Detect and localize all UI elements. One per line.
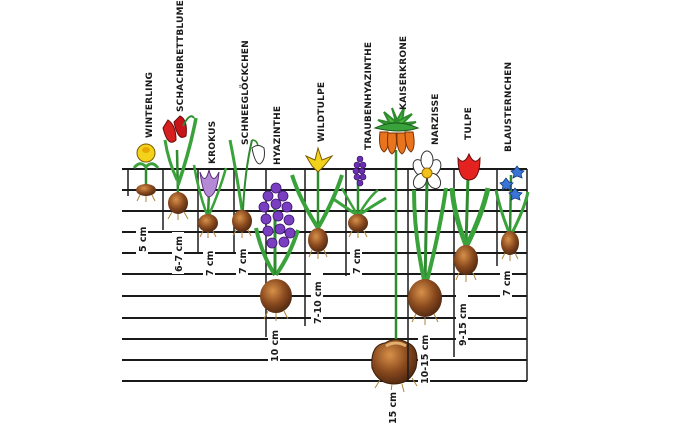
- label-krokus: KROKUS: [208, 121, 218, 164]
- depth-labels: 5 cm 6-7 cm 7 cm 7 cm 10 cm 7-10 cm 7 cm…: [136, 226, 513, 426]
- depth-grid: [122, 168, 528, 382]
- bulb: [308, 228, 328, 252]
- depth-hyazinthe: 10 cm: [270, 330, 281, 362]
- bulb: [371, 339, 418, 385]
- plant-hyazinthe: [254, 169, 300, 337]
- depth-winterling: 5 cm: [138, 226, 149, 252]
- bulb: [232, 210, 252, 232]
- label-tulpe: TULPE: [464, 107, 474, 140]
- plant-traubenhyazinthe: [331, 155, 387, 276]
- bulb: [136, 184, 156, 196]
- label-schneegloeckchen: SCHNEEGLÖCKCHEN: [240, 40, 251, 145]
- plant-schneegloeckchen: [228, 139, 265, 253]
- depth-krokus: 7 cm: [205, 250, 216, 276]
- plant-krokus: [192, 164, 228, 252]
- bulb: [348, 214, 368, 232]
- label-kaiserkrone: KAISERKRONE: [399, 36, 409, 110]
- plant-wildtulpe: [290, 146, 344, 326]
- depth-narzisse: 10-15 cm: [420, 335, 431, 384]
- plant-tulpe: [449, 152, 491, 357]
- plant-kaiserkrone: [371, 107, 420, 393]
- label-narzisse: NARZISSE: [431, 93, 441, 145]
- label-hyazinthe: HYAZINTHE: [273, 106, 283, 165]
- plant-winterling: [127, 143, 160, 202]
- bulb: [260, 279, 292, 313]
- label-winterling: WINTERLING: [145, 72, 155, 138]
- plant-narzisse: [407, 150, 448, 381]
- label-schachbrettblume: SCHACHBRETTBLUME: [176, 0, 186, 112]
- depth-traubenhyazinthe: 7 cm: [352, 248, 363, 274]
- label-blausternchen: BLAUSTERNCHEN: [504, 62, 514, 152]
- bulb: [198, 214, 218, 232]
- depth-blausternchen: 7 cm: [502, 270, 513, 296]
- depth-schneegloeckchen: 7 cm: [238, 248, 249, 274]
- depth-kaiserkrone: 15 cm: [388, 392, 399, 424]
- bulb: [408, 279, 442, 317]
- depth-tulpe: 9-15 cm: [458, 303, 469, 346]
- bulb: [501, 231, 519, 255]
- label-wildtulpe: WILDTULPE: [317, 82, 327, 142]
- plant-schachbrettblume: [162, 115, 198, 230]
- depth-schachbrettblume: 6-7 cm: [174, 236, 185, 272]
- bulb: [168, 192, 188, 214]
- depth-wildtulpe: 7-10 cm: [313, 281, 324, 324]
- bulb: [454, 245, 478, 275]
- label-traubenhyazinthe: TRAUBENHYAZINTHE: [364, 42, 374, 150]
- plant-blausternchen: [494, 165, 530, 266]
